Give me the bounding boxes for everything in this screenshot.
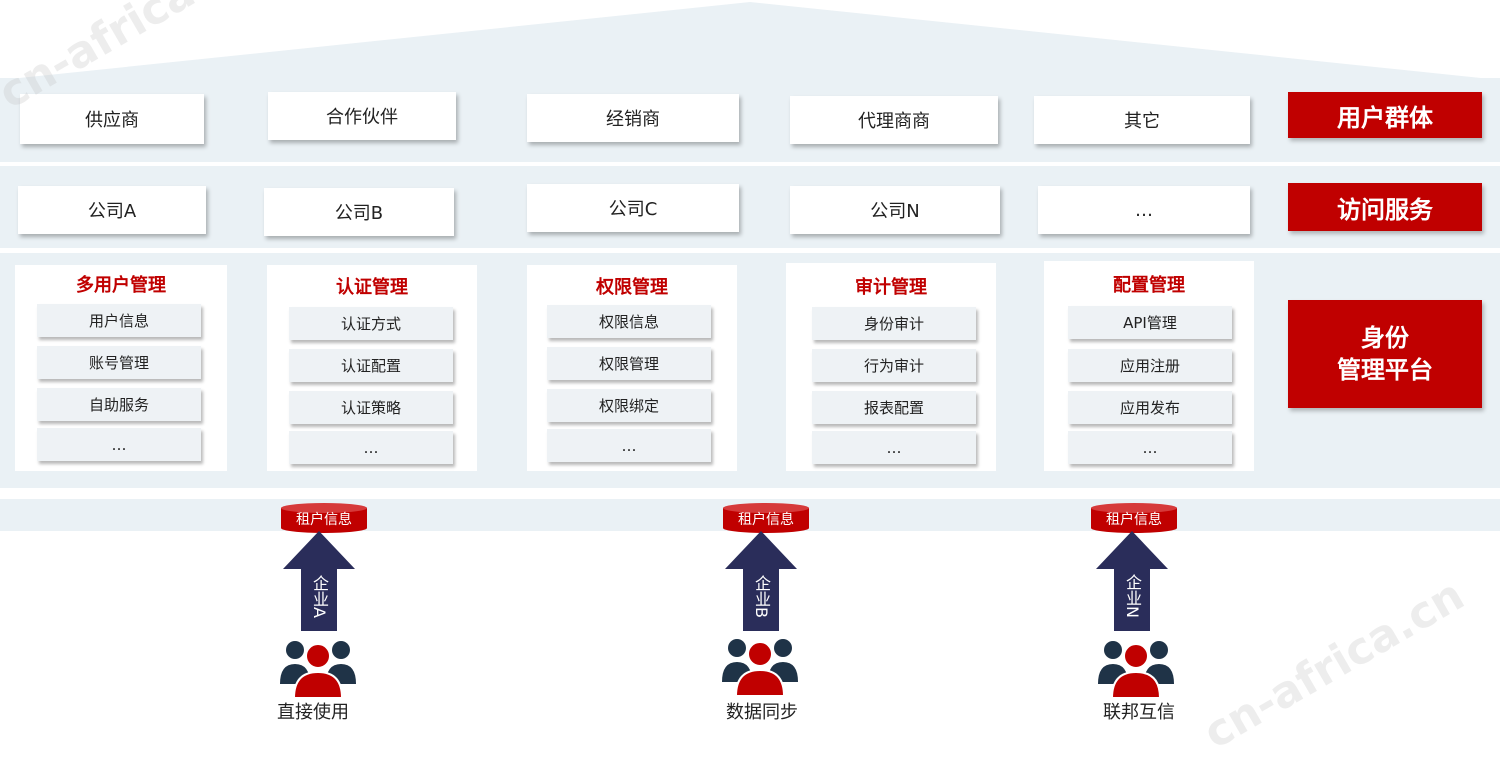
platform-label: 身份 管理平台 [1288, 300, 1482, 408]
panel-item: 报表配置 [812, 391, 976, 424]
panel-title: 审计管理 [855, 277, 927, 298]
panel-item: … [547, 429, 711, 462]
panel-item: 身份审计 [812, 307, 976, 340]
user-group-card: 其它 [1034, 96, 1250, 144]
panel-item: … [812, 431, 976, 464]
up-arrow-icon [283, 531, 355, 631]
panel-title: 多用户管理 [76, 275, 166, 296]
enterprise-label: 企业A [310, 574, 329, 618]
user-group-card: 代理商商 [790, 96, 998, 144]
platform-label-line1: 身份 [1361, 324, 1409, 352]
tenant-db-label: 租户信息 [296, 512, 352, 528]
user-group-card: 供应商 [20, 94, 204, 144]
panel-item: 账号管理 [37, 346, 201, 379]
tenant-db-label: 租户信息 [1106, 512, 1162, 528]
access-service-card: 公司B [264, 188, 454, 236]
tenant-caption: 数据同步 [726, 702, 798, 723]
enterprise-label: 企业B [752, 574, 771, 618]
platform-label-line2: 管理平台 [1337, 356, 1433, 384]
panel-item: 权限信息 [547, 305, 711, 338]
user-group-card: 合作伙伴 [268, 92, 456, 140]
users-group-icon [1098, 641, 1174, 698]
panel-multi-user: 多用户管理 用户信息 账号管理 自助服务 … [15, 265, 227, 471]
panel-item: … [37, 428, 201, 461]
tenant-db-label: 租户信息 [738, 512, 794, 528]
panel-item: … [289, 431, 453, 464]
panel-audit: 审计管理 身份审计 行为审计 报表配置 … [786, 263, 996, 471]
user-group-card: 经销商 [527, 94, 739, 142]
access-service-card: … [1038, 186, 1250, 234]
panel-item: … [1068, 431, 1232, 464]
users-group-icon [722, 639, 798, 696]
watermark: cn-africa.cn [1195, 569, 1473, 759]
tenant-caption: 直接使用 [277, 702, 349, 723]
panel-item: 应用注册 [1068, 349, 1232, 382]
panel-auth: 认证管理 认证方式 认证配置 认证策略 … [267, 265, 477, 471]
panel-config: 配置管理 API管理 应用注册 应用发布 … [1044, 261, 1254, 471]
database-icon [723, 503, 809, 533]
panel-title: 配置管理 [1113, 275, 1185, 296]
panel-item: 行为审计 [812, 349, 976, 382]
panel-item: API管理 [1068, 306, 1232, 339]
access-service-label: 访问服务 [1288, 183, 1482, 231]
user-group-band [0, 78, 1500, 162]
panel-item: 认证策略 [289, 391, 453, 424]
access-service-card: 公司A [18, 186, 206, 234]
database-icon [281, 503, 367, 533]
tenant-caption: 联邦互信 [1103, 702, 1175, 723]
panel-title: 权限管理 [596, 277, 668, 298]
panel-item: 权限绑定 [547, 389, 711, 422]
panel-item: 用户信息 [37, 304, 201, 337]
panel-permission: 权限管理 权限信息 权限管理 权限绑定 … [527, 265, 737, 471]
access-service-card: 公司C [527, 184, 739, 232]
access-service-band [0, 166, 1500, 248]
access-service-card: 公司N [790, 186, 1000, 234]
up-arrow-icon [1096, 531, 1168, 631]
panel-item: 自助服务 [37, 388, 201, 421]
user-group-label: 用户群体 [1288, 92, 1482, 138]
panel-item: 应用发布 [1068, 391, 1232, 424]
panel-item: 权限管理 [547, 347, 711, 380]
panel-item: 认证方式 [289, 307, 453, 340]
database-icon [1091, 503, 1177, 533]
up-arrow-icon [725, 531, 797, 631]
panel-title: 认证管理 [336, 277, 408, 298]
roof-shape [0, 2, 1500, 80]
panel-item: 认证配置 [289, 349, 453, 382]
users-group-icon [280, 641, 356, 698]
enterprise-label: 企业N [1123, 574, 1142, 618]
